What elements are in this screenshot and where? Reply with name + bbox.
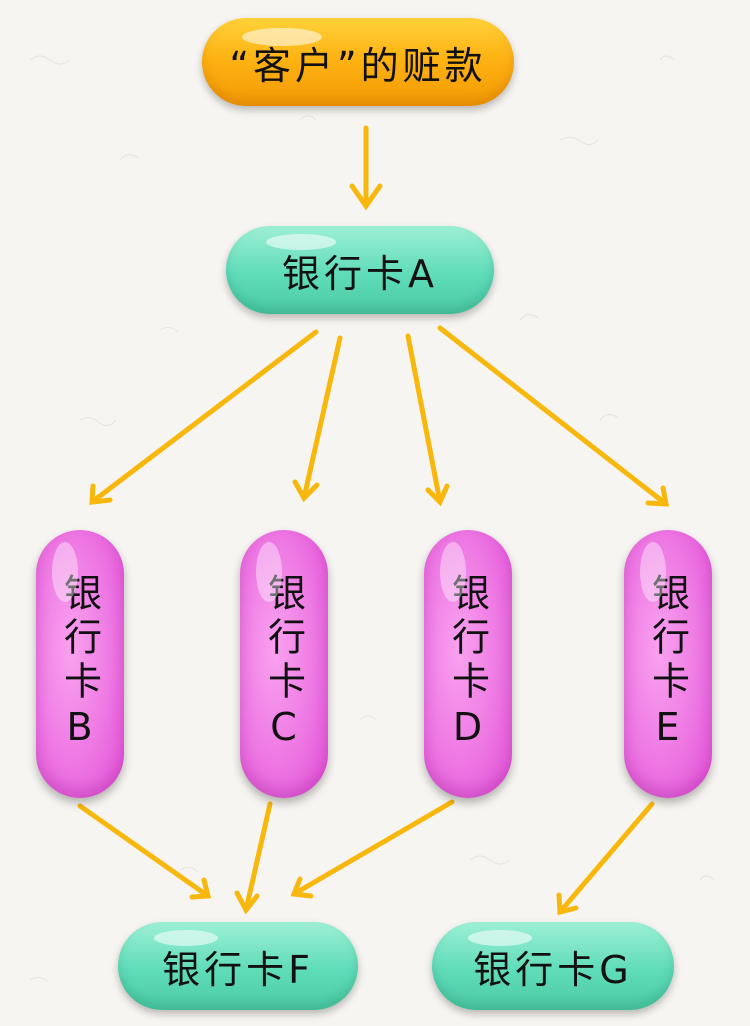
arrow-a-to-c xyxy=(301,335,343,501)
card-e-node: 银行卡E xyxy=(624,530,712,798)
arrow-d-to-f xyxy=(291,799,455,897)
arrow-head xyxy=(349,183,383,211)
source-node-label: “客户”的赃款 xyxy=(229,43,487,88)
card-e-label: 银行卡E xyxy=(645,573,690,755)
card-g-node: 银行卡G xyxy=(432,922,674,1010)
card-f-label: 银行卡F xyxy=(162,947,314,992)
arrow-c-to-f xyxy=(243,801,273,913)
card-b-node: 银行卡B xyxy=(36,530,124,798)
card-a-node: 银行卡A xyxy=(226,226,494,314)
arrow-e-to-g xyxy=(557,801,655,915)
card-c-node: 银行卡C xyxy=(240,530,328,798)
arrow-b-to-f xyxy=(77,803,211,899)
card-c-label: 银行卡C xyxy=(261,573,306,755)
card-b-label: 银行卡B xyxy=(57,573,102,755)
arrow-a-to-b xyxy=(89,329,319,505)
card-d-node: 银行卡D xyxy=(424,530,512,798)
card-f-node: 银行卡F xyxy=(118,922,358,1010)
card-a-label: 银行卡A xyxy=(282,251,438,296)
card-d-label: 银行卡D xyxy=(445,573,490,755)
arrow-a-to-e xyxy=(437,325,669,507)
card-g-label: 银行卡G xyxy=(473,947,633,992)
arrow-a-to-d xyxy=(405,333,443,505)
source-node: “客户”的赃款 xyxy=(202,18,514,106)
